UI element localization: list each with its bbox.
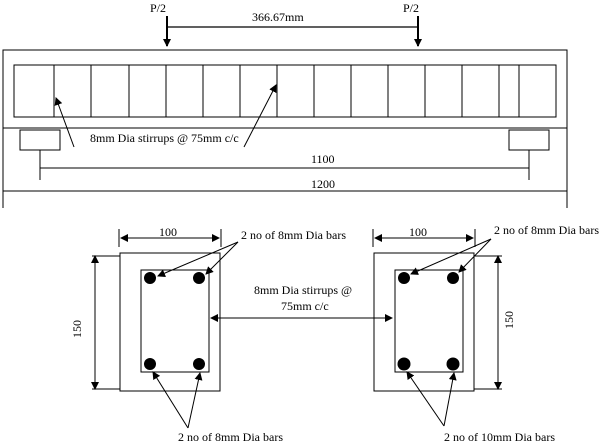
section-left-width-label: 100 (159, 225, 177, 239)
section-left-leaders (152, 241, 239, 429)
load-right-label: P/2 (403, 1, 419, 15)
section-right-outline (373, 252, 475, 392)
section-right-width-label: 100 (409, 225, 427, 239)
span-inner-label: 1100 (311, 152, 335, 166)
point-loads (163, 16, 422, 47)
bar (447, 272, 459, 284)
between-stirrups-line2: 75mm c/c (281, 299, 329, 313)
section-right (372, 229, 502, 392)
section-left-stirrup (140, 269, 210, 373)
section-right-leaders (406, 238, 492, 427)
section-left-bars (144, 272, 205, 370)
reinforcement-cage (13, 64, 557, 118)
beam-elevation (2, 49, 568, 208)
bar (144, 358, 156, 370)
section-left (91, 229, 222, 392)
beam-outline (2, 49, 568, 129)
bar (446, 357, 460, 371)
section-left-outline (119, 252, 221, 392)
section-right-bottom-bars-label: 2 no of 10mm Dia bars (444, 430, 555, 443)
load-spacing-label: 366.67mm (252, 10, 304, 24)
bar (397, 357, 411, 371)
section-right-bars (397, 272, 460, 371)
bar (398, 272, 410, 284)
section-right-height-label: 150 (502, 311, 516, 329)
section-left-height-label: 150 (70, 320, 84, 338)
span-total-label: 1200 (311, 177, 335, 191)
section-left-top-bars-label: 2 no of 8mm Dia bars (241, 228, 346, 242)
beam-stirrup-leaders (54, 84, 277, 148)
bar (144, 272, 156, 284)
bar (193, 272, 205, 284)
load-left-label: P/2 (150, 1, 166, 15)
section-right-top-bars-label: 2 no of 8mm Dia bars (494, 223, 599, 237)
section-right-stirrup (394, 269, 464, 373)
right-support (508, 129, 550, 151)
between-stirrups-line1: 8mm Dia stirrups @ (254, 283, 352, 297)
beam-stirrups-note: 8mm Dia stirrups @ 75mm c/c (90, 131, 239, 145)
stirrups (53, 65, 520, 117)
left-support (19, 129, 61, 151)
section-left-bottom-bars-label: 2 no of 8mm Dia bars (178, 430, 283, 443)
bar (193, 358, 205, 370)
